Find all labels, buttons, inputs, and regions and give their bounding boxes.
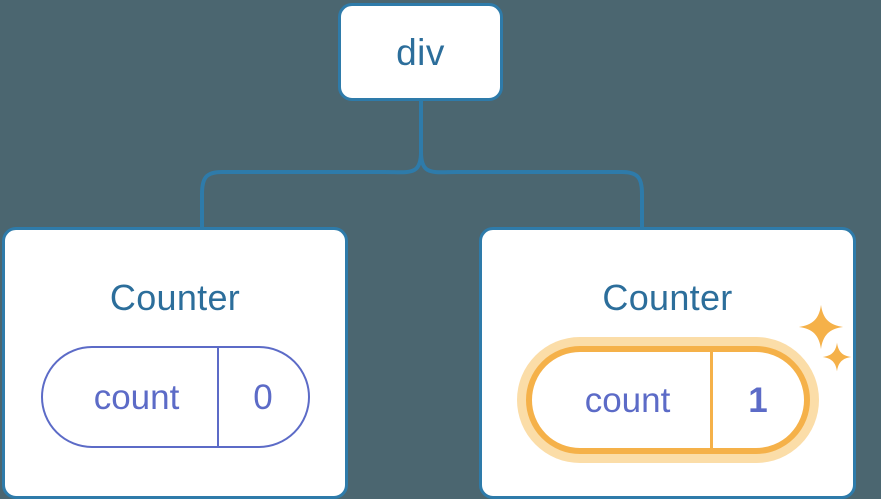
state-pill[interactable]: count 0 <box>40 346 310 448</box>
state-pill-highlighted[interactable]: count 1 <box>525 346 810 454</box>
connector-branch-left <box>200 151 423 227</box>
component-title: Counter <box>602 277 733 318</box>
state-pill-wrapper: count 0 <box>40 346 310 448</box>
sparkle-icon <box>798 304 843 350</box>
root-node-label: div <box>396 31 445 73</box>
state-key: count <box>93 377 180 417</box>
state-value: 1 <box>709 352 804 448</box>
connector-branch-right <box>419 151 644 227</box>
tree-node-counter-1[interactable]: Counter count 1 <box>479 227 856 499</box>
sparkle-icon <box>822 342 851 372</box>
state-pill-wrapper: count 1 <box>525 304 851 454</box>
component-title: Counter <box>109 277 241 318</box>
state-key: count <box>584 380 671 420</box>
tree-node-counter-0[interactable]: Counter count 0 <box>2 227 348 499</box>
state-value: 0 <box>216 348 308 446</box>
tree-node-root[interactable]: div <box>338 3 503 101</box>
